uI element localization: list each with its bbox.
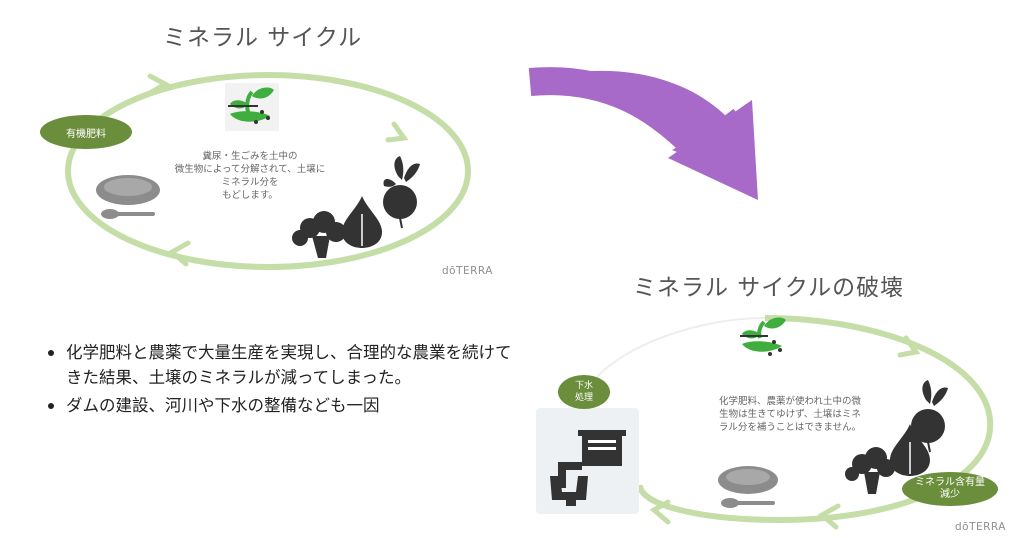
turnip-icon [383, 156, 420, 229]
cycle-arrows-1 [147, 73, 409, 267]
broccoli-icon [845, 447, 895, 494]
plate-icon [96, 175, 160, 219]
cycle-ring-2-break [589, 317, 766, 386]
sprout-icon [740, 317, 786, 356]
brand-logo: dōTERRA [442, 265, 493, 277]
garlic-icon [342, 196, 382, 248]
broccoli-icon [292, 211, 346, 258]
broken-cycle-description: 化学肥料、農薬が使われ土中の微 生物は生きてゆけず、土壌はミネ ラル分を補うこと… [718, 396, 862, 433]
bullet-list: 化学肥料と農薬で大量生産を実現し、合理的な農業を続けてきた結果、土壌のミネラルが… [48, 340, 518, 421]
bullet-item: ダムの建設、河川や下水の整備なども一因 [48, 393, 518, 418]
sprout-icon [225, 83, 279, 131]
cycle-arrows-2 [649, 335, 921, 530]
brand-logo: dōTERRA [955, 521, 1006, 533]
organic-fertilizer-badge: 有機肥料 [40, 115, 132, 149]
cycle-title: ミネラル サイクル [163, 25, 363, 51]
transition-arrow-icon [528, 67, 758, 200]
garlic-icon [890, 424, 930, 476]
sewage-plant-icon [536, 408, 639, 514]
plate-icon [718, 466, 778, 508]
sewage-treatment-badge: 下水 処理 [558, 375, 610, 409]
mineral-reduction-badge: ミネラル含有量 減少 [902, 472, 998, 506]
turnip-icon [911, 380, 948, 453]
cycle-ring-1 [65, 72, 471, 270]
cycle-description: 糞尿・生ごみを土中の 微生物によって分解されて、土壌に ミネラル分を もどします… [174, 151, 326, 201]
bullet-item: 化学肥料と農薬で大量生産を実現し、合理的な農業を続けてきた結果、土壌のミネラルが… [48, 340, 518, 390]
broken-cycle-title: ミネラル サイクルの破壊 [633, 275, 905, 301]
